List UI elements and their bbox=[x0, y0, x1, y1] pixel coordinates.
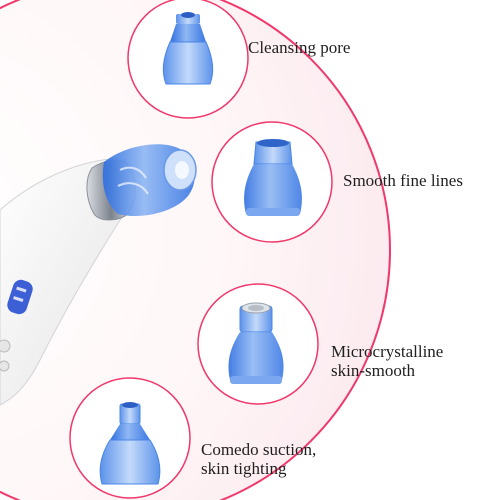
label-smooth-fine-lines: Smooth fine lines bbox=[343, 171, 463, 190]
attachment-small-hole bbox=[69, 377, 191, 499]
label-microcrystalline: Microcrystalline skin-smooth bbox=[331, 342, 443, 380]
attachment-large-hole bbox=[211, 121, 333, 243]
label-line: Smooth fine lines bbox=[343, 171, 463, 190]
power-button bbox=[7, 279, 33, 315]
diamond-tip-probe-icon bbox=[228, 302, 284, 384]
label-line: Microcrystalline bbox=[331, 342, 444, 361]
label-line: skin tighting bbox=[201, 459, 287, 478]
label-cleansing-pore: Cleansing pore bbox=[248, 38, 350, 57]
label-comedo-suction: Comedo suction, skin tighting bbox=[201, 440, 316, 478]
label-line: Comedo suction, bbox=[201, 440, 317, 459]
small-hole-probe-icon bbox=[99, 402, 161, 485]
attachment-diamond-tip bbox=[197, 283, 319, 405]
blackhead-remover-device bbox=[0, 144, 197, 406]
attachment-round-hole bbox=[127, 0, 249, 119]
large-hole-probe-icon bbox=[244, 139, 302, 216]
label-line: skin-smooth bbox=[331, 361, 416, 380]
round-hole-probe-icon bbox=[162, 12, 214, 85]
label-line: Cleansing pore bbox=[248, 38, 351, 57]
